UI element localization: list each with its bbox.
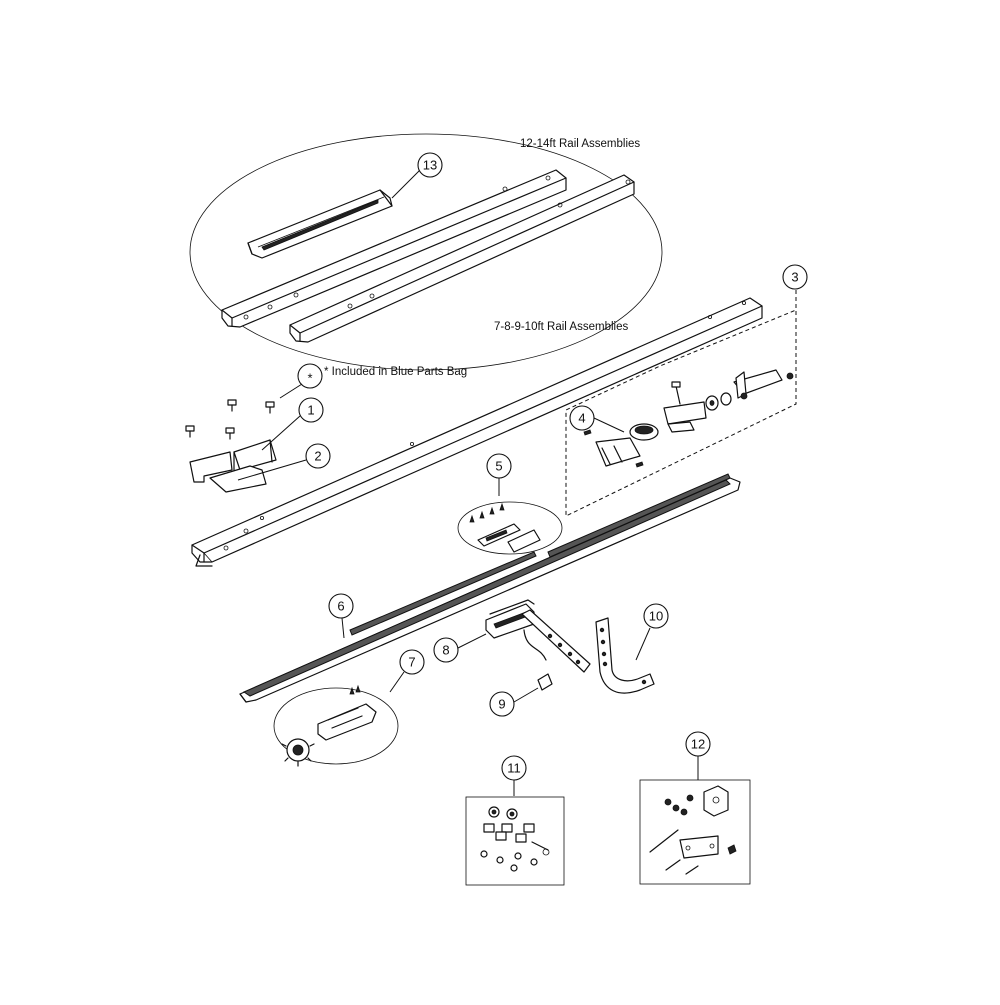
callout-12: 12 — [691, 737, 705, 752]
callout-3: 3 — [791, 270, 798, 285]
drive-sprocket-icon — [281, 738, 315, 767]
bolt-icon — [265, 401, 275, 414]
screw-icon — [664, 794, 694, 816]
bushing-icon — [483, 823, 535, 843]
asterisk-callout: * — [307, 371, 312, 386]
callout-7-circle — [399, 649, 425, 675]
bracket-kit-box — [639, 779, 751, 885]
part-9-rope-handle: 9 — [489, 673, 553, 717]
callout-1-circle — [298, 397, 324, 423]
bolt-icon — [227, 399, 237, 412]
blue-parts-bag-note: * * Included in Blue Parts Bag — [279, 363, 467, 399]
rail-12ft-right — [289, 174, 635, 343]
part-11-hardware-kit: 11 — [465, 755, 565, 886]
callout-4: 4 — [578, 411, 585, 426]
callout-10: 10 — [649, 609, 663, 624]
callout-5: 5 — [495, 459, 502, 474]
rail-12-14ft-group: 12-14ft Rail Assemblies — [189, 133, 663, 371]
asterisk-callout-circle — [297, 363, 323, 389]
rail-7-10ft-label: 7-8-9-10ft Rail Assemblies — [494, 321, 628, 333]
callout-13-circle — [417, 152, 443, 178]
blue-parts-bag-label: * Included in Blue Parts Bag — [324, 366, 467, 378]
part-6-belt: 6 — [239, 473, 741, 703]
part-1-2-brackets — [189, 439, 277, 493]
part-7-trolley: 7 — [273, 649, 425, 767]
bolts-group — [185, 399, 275, 440]
part-8-trolley-arm: 8 — [433, 599, 591, 673]
part-12-bracket-kit: 12 — [639, 731, 751, 885]
callout-6: 6 — [337, 599, 344, 614]
callout-10-circle — [643, 603, 669, 629]
leader-13 — [391, 169, 421, 199]
screw-icon — [480, 850, 538, 872]
rail-12-14ft-ellipse — [189, 133, 663, 371]
callout-3-circle — [782, 264, 808, 290]
nut-icon — [506, 808, 518, 820]
callout-2-circle — [305, 443, 331, 469]
callout-8-circle — [433, 637, 459, 663]
part-3-4-idler-group: 3 4 — [565, 264, 808, 517]
clevis-pin-icon — [531, 841, 550, 856]
callout-6-circle — [328, 593, 354, 619]
part-5-connector: 5 — [457, 453, 563, 555]
callout-11: 11 — [507, 761, 521, 776]
bolt-rod-icon — [649, 829, 679, 853]
hardware-kit-box — [465, 796, 565, 886]
bolt-icon — [185, 425, 195, 438]
bolt-icon — [225, 427, 235, 440]
part-10-curved-arm: 10 — [595, 603, 669, 694]
callout-8: 8 — [442, 643, 449, 658]
part-13-rail-section — [247, 189, 393, 259]
callout-13: 13 — [423, 158, 437, 173]
lag-screw-icon — [665, 859, 699, 875]
rail-12-14ft-label: 12-14ft Rail Assemblies — [520, 138, 640, 150]
callout-9: 9 — [498, 697, 505, 712]
nut-icon — [488, 806, 500, 818]
callout-9-circle — [489, 691, 515, 717]
callout-1: 1 — [307, 403, 314, 418]
rail-7-10ft-assembly: 7-8-9-10ft Rail Assemblies — [191, 297, 763, 567]
rail-12ft-left — [221, 169, 567, 328]
callout-2: 2 — [314, 449, 321, 464]
callout-7: 7 — [408, 655, 415, 670]
